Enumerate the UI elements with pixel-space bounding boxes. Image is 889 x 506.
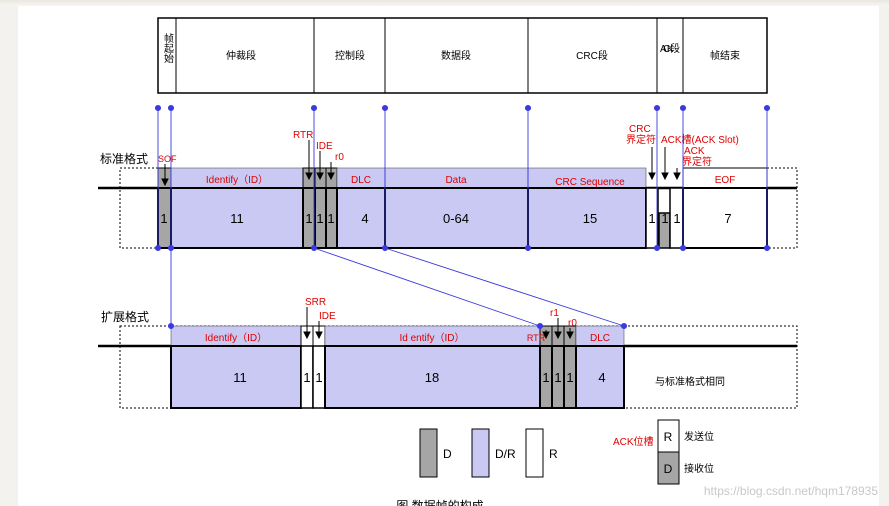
left-margin	[0, 6, 18, 506]
standard-row-label: 标准格式	[100, 151, 148, 166]
header-ack-label: ACK段	[660, 42, 680, 55]
legend-ack-d-box	[657, 451, 680, 485]
std-ackdelim-label-2: 界定符	[682, 155, 712, 168]
std-crcdelim-label-1: CRC	[629, 124, 651, 135]
std-ackslot-label: ACK槽(ACK Slot)	[661, 133, 739, 146]
ext-srr-label: SRR	[305, 297, 326, 308]
std-ide-label: IDE	[316, 141, 333, 152]
std-crcdelim-label-2: 界定符	[626, 133, 656, 146]
std-id-bit	[170, 187, 304, 249]
ext-r0-bits: 1	[566, 370, 573, 385]
header-sof-label: 帧起始	[162, 32, 174, 64]
std-crcdel-bit	[645, 187, 659, 249]
std-eof-bits: 7	[724, 211, 731, 226]
ext-srr-bits: 1	[303, 370, 310, 385]
std-eof-name: EOF	[715, 175, 736, 186]
std-sof-label: SOF	[158, 154, 177, 164]
header-arbitration-label: 仲裁段	[226, 49, 256, 62]
std-data-name: Data	[445, 175, 467, 186]
guide-lines	[154, 104, 771, 330]
std-crc-bit	[527, 187, 647, 249]
header-crc-label: CRC段	[576, 49, 608, 62]
std-dlc-bit	[336, 187, 386, 249]
ext-same-note: 与标准格式相同	[655, 375, 725, 388]
ext-r1-bits: 1	[554, 370, 561, 385]
extended-frame: 扩展格式 Identify（ID） Id entify（ID） RTR DLC …	[98, 297, 798, 409]
figure-caption: 图 数据帧的构成	[396, 498, 483, 506]
legend-d-label: D	[443, 447, 452, 461]
ext-ide-bits: 1	[315, 370, 322, 385]
right-margin	[879, 6, 889, 506]
ext-dlc-bits: 4	[598, 370, 605, 385]
legend-dr-swatch	[471, 428, 490, 478]
ext-idext-bits: 18	[425, 370, 439, 385]
header-data-label: 数据段	[441, 49, 471, 62]
ext-rtr-name: RTR	[527, 333, 546, 343]
ext-idext-name: Id entify（ID）	[399, 332, 464, 344]
ext-id-bit	[170, 345, 302, 409]
std-ackslot-bits: 1	[661, 211, 668, 226]
watermark: https://blog.csdn.net/hqm178935	[704, 484, 878, 498]
std-data-bit	[384, 187, 529, 249]
std-crc-bits: 15	[583, 211, 597, 226]
legend-ack-r-letter: R	[664, 430, 673, 444]
segment-header: 帧起始 仲裁段 控制段 数据段 CRC段 ACK段 帧结束	[157, 17, 768, 94]
header-control-label: 控制段	[335, 49, 365, 62]
legend-ack-title: ACK位槽	[613, 435, 654, 448]
std-r0-bits: 1	[327, 211, 334, 226]
ext-dlc-bit	[575, 345, 625, 409]
ext-dlc-name: DLC	[590, 333, 610, 344]
ext-id-name: Identify（ID）	[205, 332, 267, 344]
std-id-bits: 11	[230, 211, 244, 226]
legend-r-swatch	[525, 428, 544, 478]
ext-ide-label: IDE	[319, 311, 336, 322]
std-rtr-bits: 1	[305, 211, 312, 226]
std-crcdel-bits: 1	[648, 211, 655, 226]
std-ackdel-bits: 1	[673, 211, 680, 226]
legend-ack-d-letter: D	[664, 462, 673, 476]
ext-r0-label: r0	[568, 318, 577, 329]
window-top-strip	[0, 0, 889, 6]
std-ide-bits: 1	[316, 211, 323, 226]
std-ackdelim-label-1: ACK	[684, 146, 705, 157]
ext-r1-label: r1	[550, 308, 559, 319]
std-crc-name: CRC Sequence	[555, 177, 625, 188]
legend-recv-bit: 接收位	[684, 462, 714, 475]
legend-send-bit: 发送位	[684, 430, 714, 443]
std-data-bits: 0-64	[443, 211, 469, 226]
std-r0-label: r0	[335, 152, 344, 163]
std-sof-bits: 1	[160, 211, 167, 226]
legend-d-swatch	[419, 428, 438, 478]
std-dlc-bits: 4	[361, 211, 368, 226]
std-id-name: Identify（ID）	[206, 174, 268, 186]
ext-id-bits: 11	[233, 370, 247, 385]
std-dlc-name: DLC	[351, 175, 371, 186]
ext-idext-bit	[324, 345, 541, 409]
ext-rtr-bits: 1	[542, 370, 549, 385]
legend: D D/R R ACK位槽 R D 发送位 接收位	[419, 419, 714, 485]
header-eof-label: 帧结束	[710, 49, 740, 62]
extended-row-label: 扩展格式	[101, 309, 149, 324]
legend-r-label: R	[549, 447, 558, 461]
standard-frame: 标准格式 Identify（ID） DLC Data CRC Sequence …	[98, 124, 798, 249]
std-rtr-label: RTR	[293, 130, 313, 141]
std-eof-bit	[682, 187, 768, 249]
legend-dr-label: D/R	[495, 447, 516, 461]
